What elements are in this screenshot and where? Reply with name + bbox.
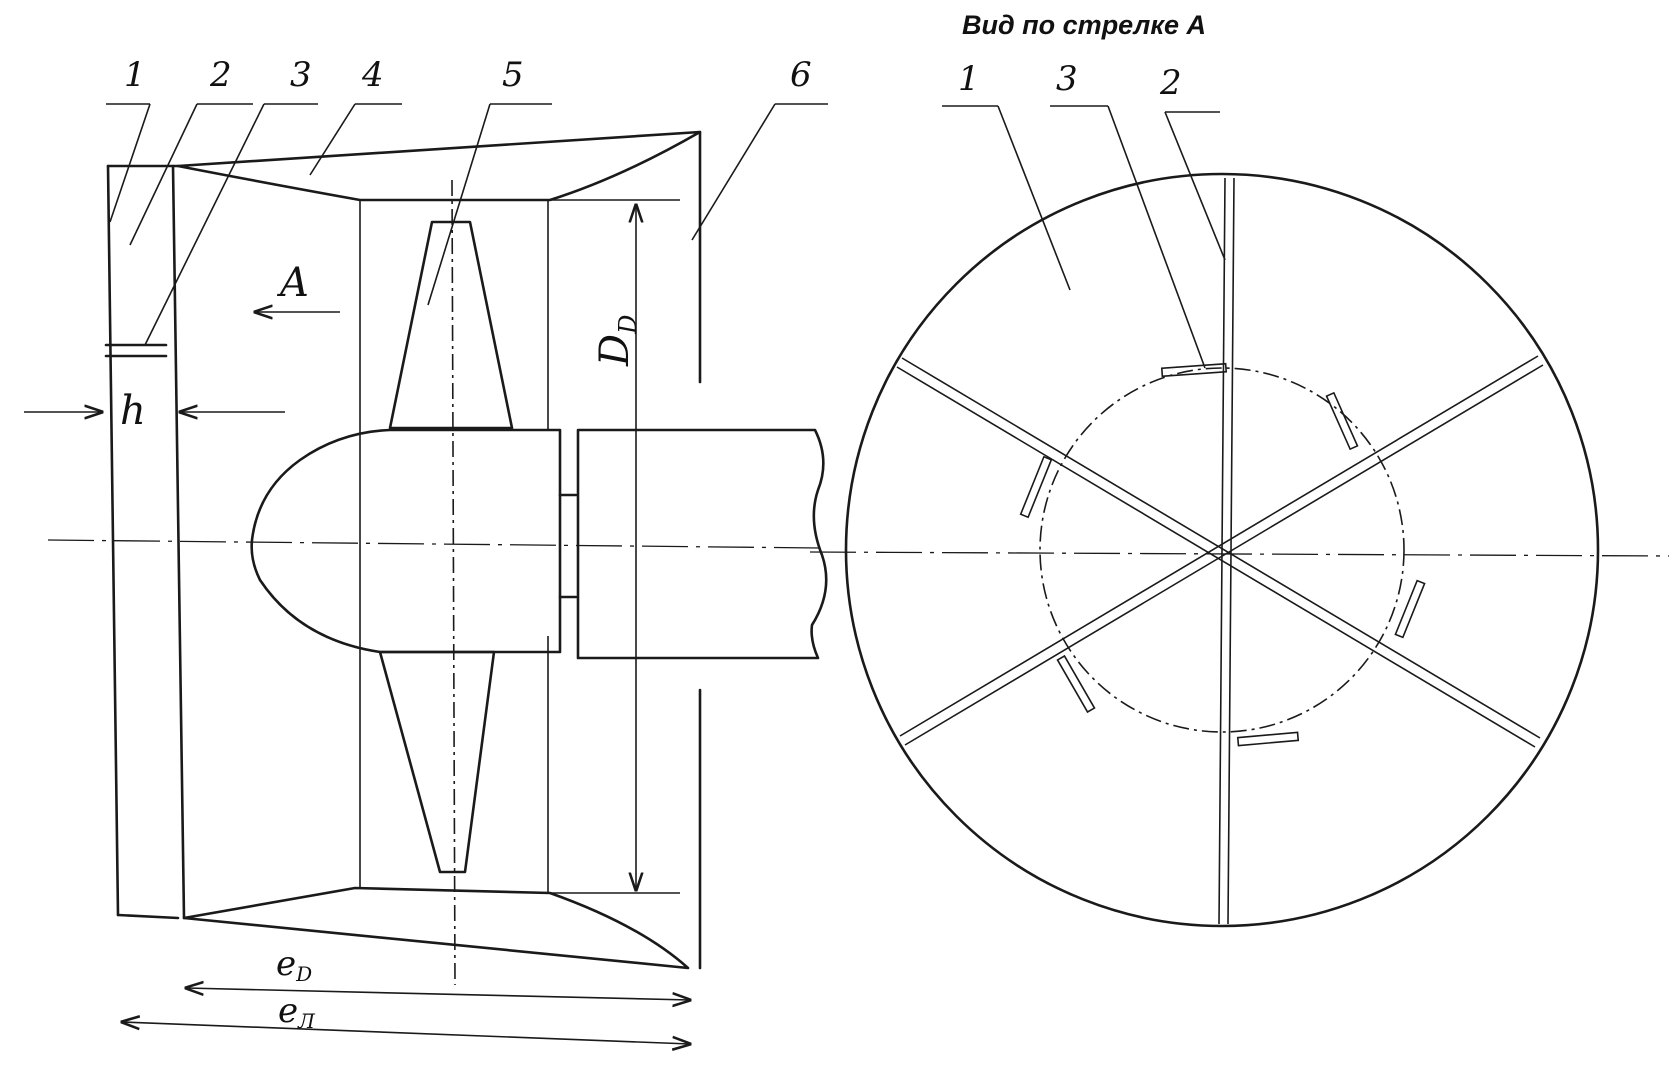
nozzle-lower-profile <box>182 886 690 970</box>
side-callout-6: 6 <box>691 55 828 241</box>
side-callout-5: 5 <box>427 55 552 306</box>
diameter-label: DD <box>592 315 642 367</box>
svg-text:4: 4 <box>361 55 384 95</box>
nozzle-outer-circle <box>844 172 1600 928</box>
svg-text:3: 3 <box>290 55 312 95</box>
svg-text:1: 1 <box>124 55 146 95</box>
side-callout-1: 1 <box>106 55 151 223</box>
svg-text:2: 2 <box>209 55 232 95</box>
propeller-plane-axis <box>451 179 456 986</box>
front-view: 1 3 2 <box>809 59 1669 928</box>
gap-label: h <box>120 388 146 434</box>
front-callout-3: 3 <box>1050 59 1206 369</box>
length-l-dimension <box>122 1022 690 1044</box>
front-callout-1: 1 <box>942 59 1071 291</box>
propeller-circle <box>1039 367 1405 733</box>
propeller-blade-upper <box>388 220 514 430</box>
nozzle-upper-profile <box>176 130 702 202</box>
deflector-ring-outer-edge <box>106 164 120 917</box>
propeller-hub <box>250 428 562 654</box>
deflector-bottom-edge <box>116 913 180 920</box>
front-center-axis <box>809 551 1669 557</box>
side-callout-4: 4 <box>309 55 402 176</box>
length-l-label: eЛ <box>278 991 316 1033</box>
svg-text:6: 6 <box>790 55 812 95</box>
front-callout-2: 2 <box>1159 63 1226 261</box>
radial-vanes <box>896 177 1544 925</box>
svg-text:1: 1 <box>958 59 980 99</box>
svg-text:2: 2 <box>1159 63 1182 103</box>
side-center-axis <box>47 539 821 549</box>
side-view: DD h A eD eЛ 1 2 <box>24 55 828 1044</box>
view-title: Вид по стрелке А <box>962 10 1206 40</box>
length-d-dimension <box>186 988 690 1000</box>
view-arrow-label: A <box>276 260 309 306</box>
deflector-ring-inner-edge <box>171 164 186 920</box>
side-callout-3: 3 <box>144 55 318 346</box>
side-callout-2: 2 <box>129 55 253 246</box>
svg-text:5: 5 <box>502 55 524 95</box>
shaft-housing <box>576 428 828 660</box>
propeller-blade-lower <box>378 650 496 874</box>
length-d-label: eD <box>276 944 312 986</box>
svg-text:3: 3 <box>1056 59 1078 99</box>
deflector-plates <box>1019 362 1426 747</box>
